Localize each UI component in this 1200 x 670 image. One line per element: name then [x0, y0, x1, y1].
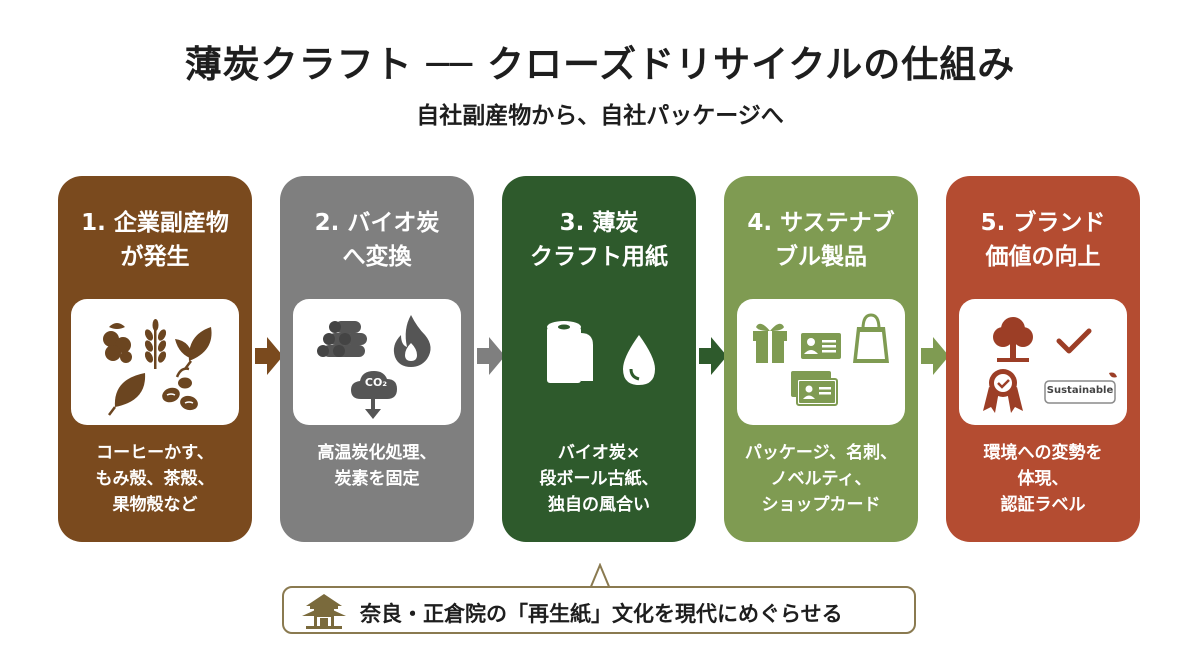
co2-label: CO₂: [364, 376, 388, 389]
step-2-description: 高温炭化処理、 炭素を固定: [317, 443, 437, 489]
step-3-title: 3. 薄炭 クラフト用紙: [530, 210, 668, 270]
page-subtitle: 自社副産物から、自社パッケージへ: [416, 103, 784, 129]
leaf-icon: [108, 373, 146, 416]
logs-icon: [317, 321, 367, 357]
flame-icon: [393, 315, 431, 367]
step-1-icon-panel: [71, 299, 239, 425]
water-drop-icon: [623, 335, 655, 385]
step-4-description: パッケージ、名刺、 ノベルティ、 ショップカード: [744, 443, 898, 515]
wheat-icon: [144, 319, 167, 369]
beans-icon: [162, 367, 198, 411]
gift-box-icon: [753, 323, 787, 363]
business-card-icon: [801, 333, 841, 359]
arrow-right-icon: [477, 337, 505, 375]
footer-note-box: 奈良・正倉院の「再生紙」文化を現代にめぐらせる: [282, 586, 916, 634]
step-2-card: 2. バイオ炭 へ変換: [280, 176, 474, 542]
sustainable-label-text: Sustainable: [1046, 385, 1114, 396]
checkmark-icon: [1056, 328, 1092, 354]
step-3-description: バイオ炭× 段ボール古紙、 独自の風合い: [539, 443, 659, 515]
page-title: 薄炭クラフト ── クローズドリサイクルの仕組み: [184, 43, 1016, 86]
step-2-title: 2. バイオ炭 へ変換: [314, 210, 440, 270]
sustainable-label-icon: [1044, 372, 1117, 404]
stacked-cards-icon: [791, 371, 838, 406]
tree-icon: [993, 317, 1033, 362]
step-3-card: 3. 薄炭 クラフト用紙 バイオ炭× 段ボール古紙、 独自の風合い: [502, 176, 696, 542]
tea-leaf-icon: [175, 327, 212, 370]
step-1-description: コーヒーかす、 もみ殻、茶殻、 果物殻など: [95, 443, 215, 515]
step-1-card: 1. 企業副産物 が発生: [58, 176, 252, 542]
coffee-cherry-icon: [103, 323, 132, 363]
paper-roll-icon: [547, 321, 593, 383]
step-1-title: 1. 企業副産物 が発生: [81, 210, 229, 270]
arrow-right-icon: [921, 337, 949, 375]
arrow-right-icon: [255, 337, 283, 375]
arrow-right-icon: [699, 337, 727, 375]
co2-cloud-icon: [351, 371, 397, 419]
step-4-icon-panel: [737, 299, 905, 425]
step-5-title: 5. ブランド 価値の向上: [980, 210, 1106, 270]
step-5-card: 5. ブランド 価値の向上: [946, 176, 1140, 542]
step-5-description: 環境への変勢を 体現、 認証ラベル: [983, 443, 1103, 515]
temple-icon: [302, 594, 346, 629]
step-4-title: 4. サステナブ ブル製品: [747, 210, 895, 270]
award-ribbon-icon: [983, 369, 1023, 413]
step-5-icon-panel: Sustainable: [959, 299, 1127, 425]
step-3-icon-area: [515, 299, 683, 425]
shopping-bag-icon: [853, 313, 889, 363]
step-4-card: 4. サステナブ ブル製品: [724, 176, 918, 542]
footer-note-text: 奈良・正倉院の「再生紙」文化を現代にめぐらせる: [360, 602, 843, 626]
step-2-icon-panel: CO₂: [293, 299, 461, 425]
